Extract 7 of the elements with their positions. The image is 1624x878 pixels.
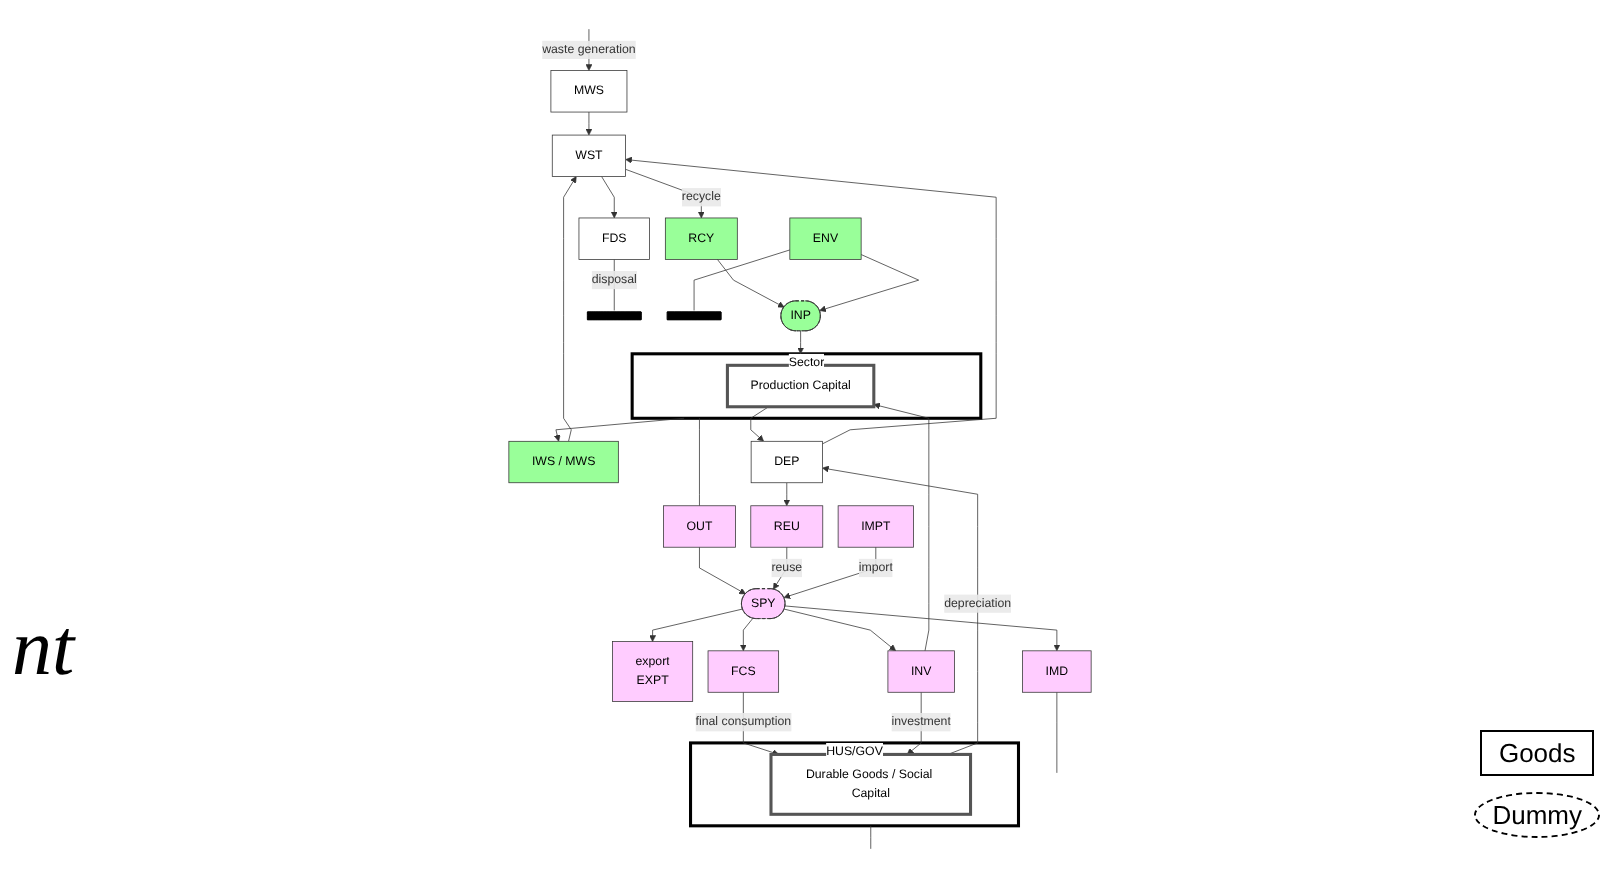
legend-item: Goods xyxy=(1480,730,1594,776)
connector xyxy=(1056,691,1058,774)
text-fragment: nt xyxy=(12,600,75,694)
connector xyxy=(699,417,700,507)
connector xyxy=(613,259,615,311)
legend-item: Dummy xyxy=(1474,792,1600,838)
connector xyxy=(870,825,872,850)
